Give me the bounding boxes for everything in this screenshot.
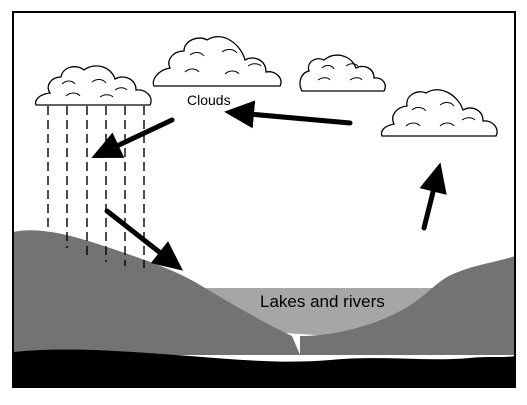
ground: [13, 349, 515, 387]
clouds-label: Clouds: [187, 92, 231, 108]
frame: [12, 11, 516, 388]
lakes-and-rivers-label: Lakes and rivers: [260, 292, 385, 311]
arrow-icon: [91, 117, 175, 158]
left-hill: [13, 230, 300, 355]
arrow-icon: [104, 208, 184, 271]
right-hill: [300, 256, 515, 355]
cloud-icon: [34, 65, 152, 106]
cloud-icon: [152, 36, 282, 87]
arrow-icon: [224, 100, 353, 129]
cloud-icon: [380, 89, 498, 137]
arrow-icon: [419, 162, 447, 231]
cloud-icon: [299, 54, 386, 92]
